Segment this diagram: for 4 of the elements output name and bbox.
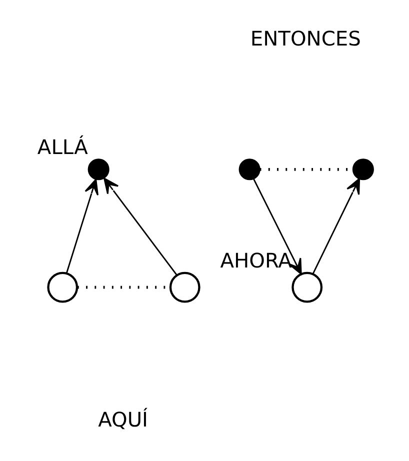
- node-label: AHORA: [220, 248, 292, 272]
- label: ENTONCES: [250, 26, 360, 50]
- label: AQUÍ: [98, 407, 148, 432]
- node-label: ALLÁ: [36, 134, 88, 159]
